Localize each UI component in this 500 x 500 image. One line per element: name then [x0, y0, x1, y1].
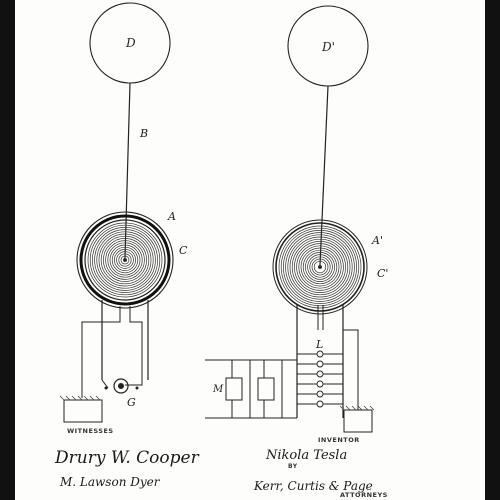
coil-a: [79, 214, 171, 306]
caption-inventor: INVENTOR: [318, 436, 360, 444]
lamp: [316, 360, 324, 368]
device-box: [257, 377, 275, 401]
motor-m: [225, 377, 243, 401]
caption-witnesses: WITNESSES: [67, 427, 114, 435]
patent-drawing: D D' B A A' C C' L M G WITNESSES INVENTO…: [54, 2, 388, 499]
conductor-b: [124, 82, 131, 259]
coil-c-prime: [272, 219, 368, 315]
label-c-prime: C': [377, 267, 388, 280]
coil-l: [297, 350, 343, 408]
ground-plate-left: [59, 395, 103, 423]
lamp: [316, 390, 324, 398]
lamp: [316, 350, 324, 358]
wire-left-ground: [81, 306, 121, 398]
label-g: G: [127, 396, 136, 409]
signature-inventor: Nikola Tesla: [265, 448, 347, 463]
lamp: [316, 400, 324, 408]
label-c: C: [179, 244, 188, 257]
receiver-m-circuit: [205, 359, 297, 419]
label-a: A: [167, 210, 176, 223]
label-l: L: [315, 338, 323, 351]
ground-plate-right: [339, 405, 375, 433]
lamp: [316, 380, 324, 388]
caption-by: BY: [288, 463, 298, 470]
coil-c: [76, 211, 174, 309]
label-b: B: [139, 127, 148, 140]
signature-witness-2: M. Lawson Dyer: [59, 475, 161, 489]
wire-left-return: [125, 306, 143, 386]
label-d: D: [125, 36, 136, 50]
generator-g: [104, 378, 139, 394]
receiver-circuit: [205, 5, 375, 433]
label-m: M: [212, 384, 224, 395]
transmitter-circuit: [59, 2, 174, 423]
stem-left: [101, 300, 149, 380]
signature-witness-1: Drury W. Cooper: [54, 448, 200, 468]
stem-right: [296, 305, 344, 418]
coil-a-prime: [275, 222, 365, 312]
label-a-prime: A': [371, 234, 383, 247]
patent-sheet: D D' B A A' C C' L M G WITNESSES INVENTO…: [15, 0, 485, 500]
label-d-prime: D': [321, 40, 335, 54]
signature-attorneys: Kerr, Curtis & Page: [253, 479, 373, 493]
caption-attorneys: ATTORNEYS: [340, 491, 388, 499]
conductor-right: [319, 85, 329, 266]
wire-right-ground: [343, 329, 359, 410]
lamp: [316, 370, 324, 378]
